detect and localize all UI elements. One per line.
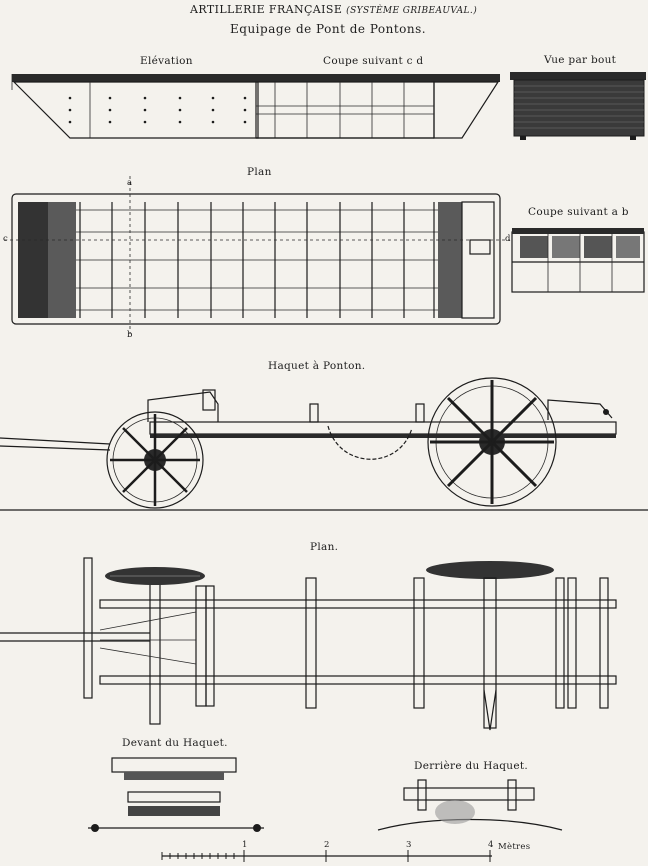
section-ab-label: Coupe suivant a b bbox=[528, 206, 629, 218]
rear-wheel bbox=[427, 377, 557, 507]
front-wheel bbox=[106, 411, 204, 509]
pontoon-plan-label: Plan bbox=[247, 166, 272, 178]
plate-title-system: (SYSTÈME GRIBEAUVAL.) bbox=[346, 6, 478, 16]
pontoon-elevation bbox=[11, 74, 500, 139]
scale-unit: Mètres bbox=[498, 842, 531, 852]
scale-tick-2: 2 bbox=[324, 840, 330, 850]
plate-title-main: ARTILLERIE FRANÇAISE bbox=[190, 3, 343, 16]
section-cd-label: Coupe suivant c d bbox=[323, 55, 424, 67]
haquet-title: Haquet à Ponton. bbox=[268, 360, 366, 372]
letter-c: c bbox=[3, 234, 9, 244]
scale-tick-3: 3 bbox=[406, 840, 412, 850]
pontoon-end-view bbox=[510, 72, 646, 140]
pontoon-plan bbox=[4, 176, 510, 334]
scale-tick-1: 1 bbox=[242, 840, 248, 850]
haquet-rear-label: Derrière du Haquet. bbox=[414, 760, 529, 772]
letter-d: d bbox=[505, 234, 511, 244]
haquet-plan bbox=[0, 557, 617, 731]
haquet-rear-view bbox=[377, 779, 563, 831]
scale-tick-4: 4 bbox=[488, 840, 494, 850]
haquet-front-view bbox=[88, 757, 264, 832]
letter-b: b bbox=[127, 330, 133, 340]
plate-subtitle: Equipage de Pont de Pontons. bbox=[230, 22, 427, 36]
pontoon-section-ab bbox=[511, 228, 645, 293]
haquet-plan-label: Plan. bbox=[310, 541, 339, 553]
scale-bar bbox=[161, 850, 492, 862]
end-view-label: Vue par bout bbox=[544, 54, 617, 66]
haquet-elevation bbox=[0, 377, 617, 509]
elevation-label: Elévation bbox=[140, 55, 193, 67]
haquet-front-label: Devant du Haquet. bbox=[122, 737, 228, 749]
plate-title: ARTILLERIE FRANÇAISE (SYSTÈME GRIBEAUVAL… bbox=[190, 3, 477, 16]
letter-a: a bbox=[127, 178, 133, 188]
